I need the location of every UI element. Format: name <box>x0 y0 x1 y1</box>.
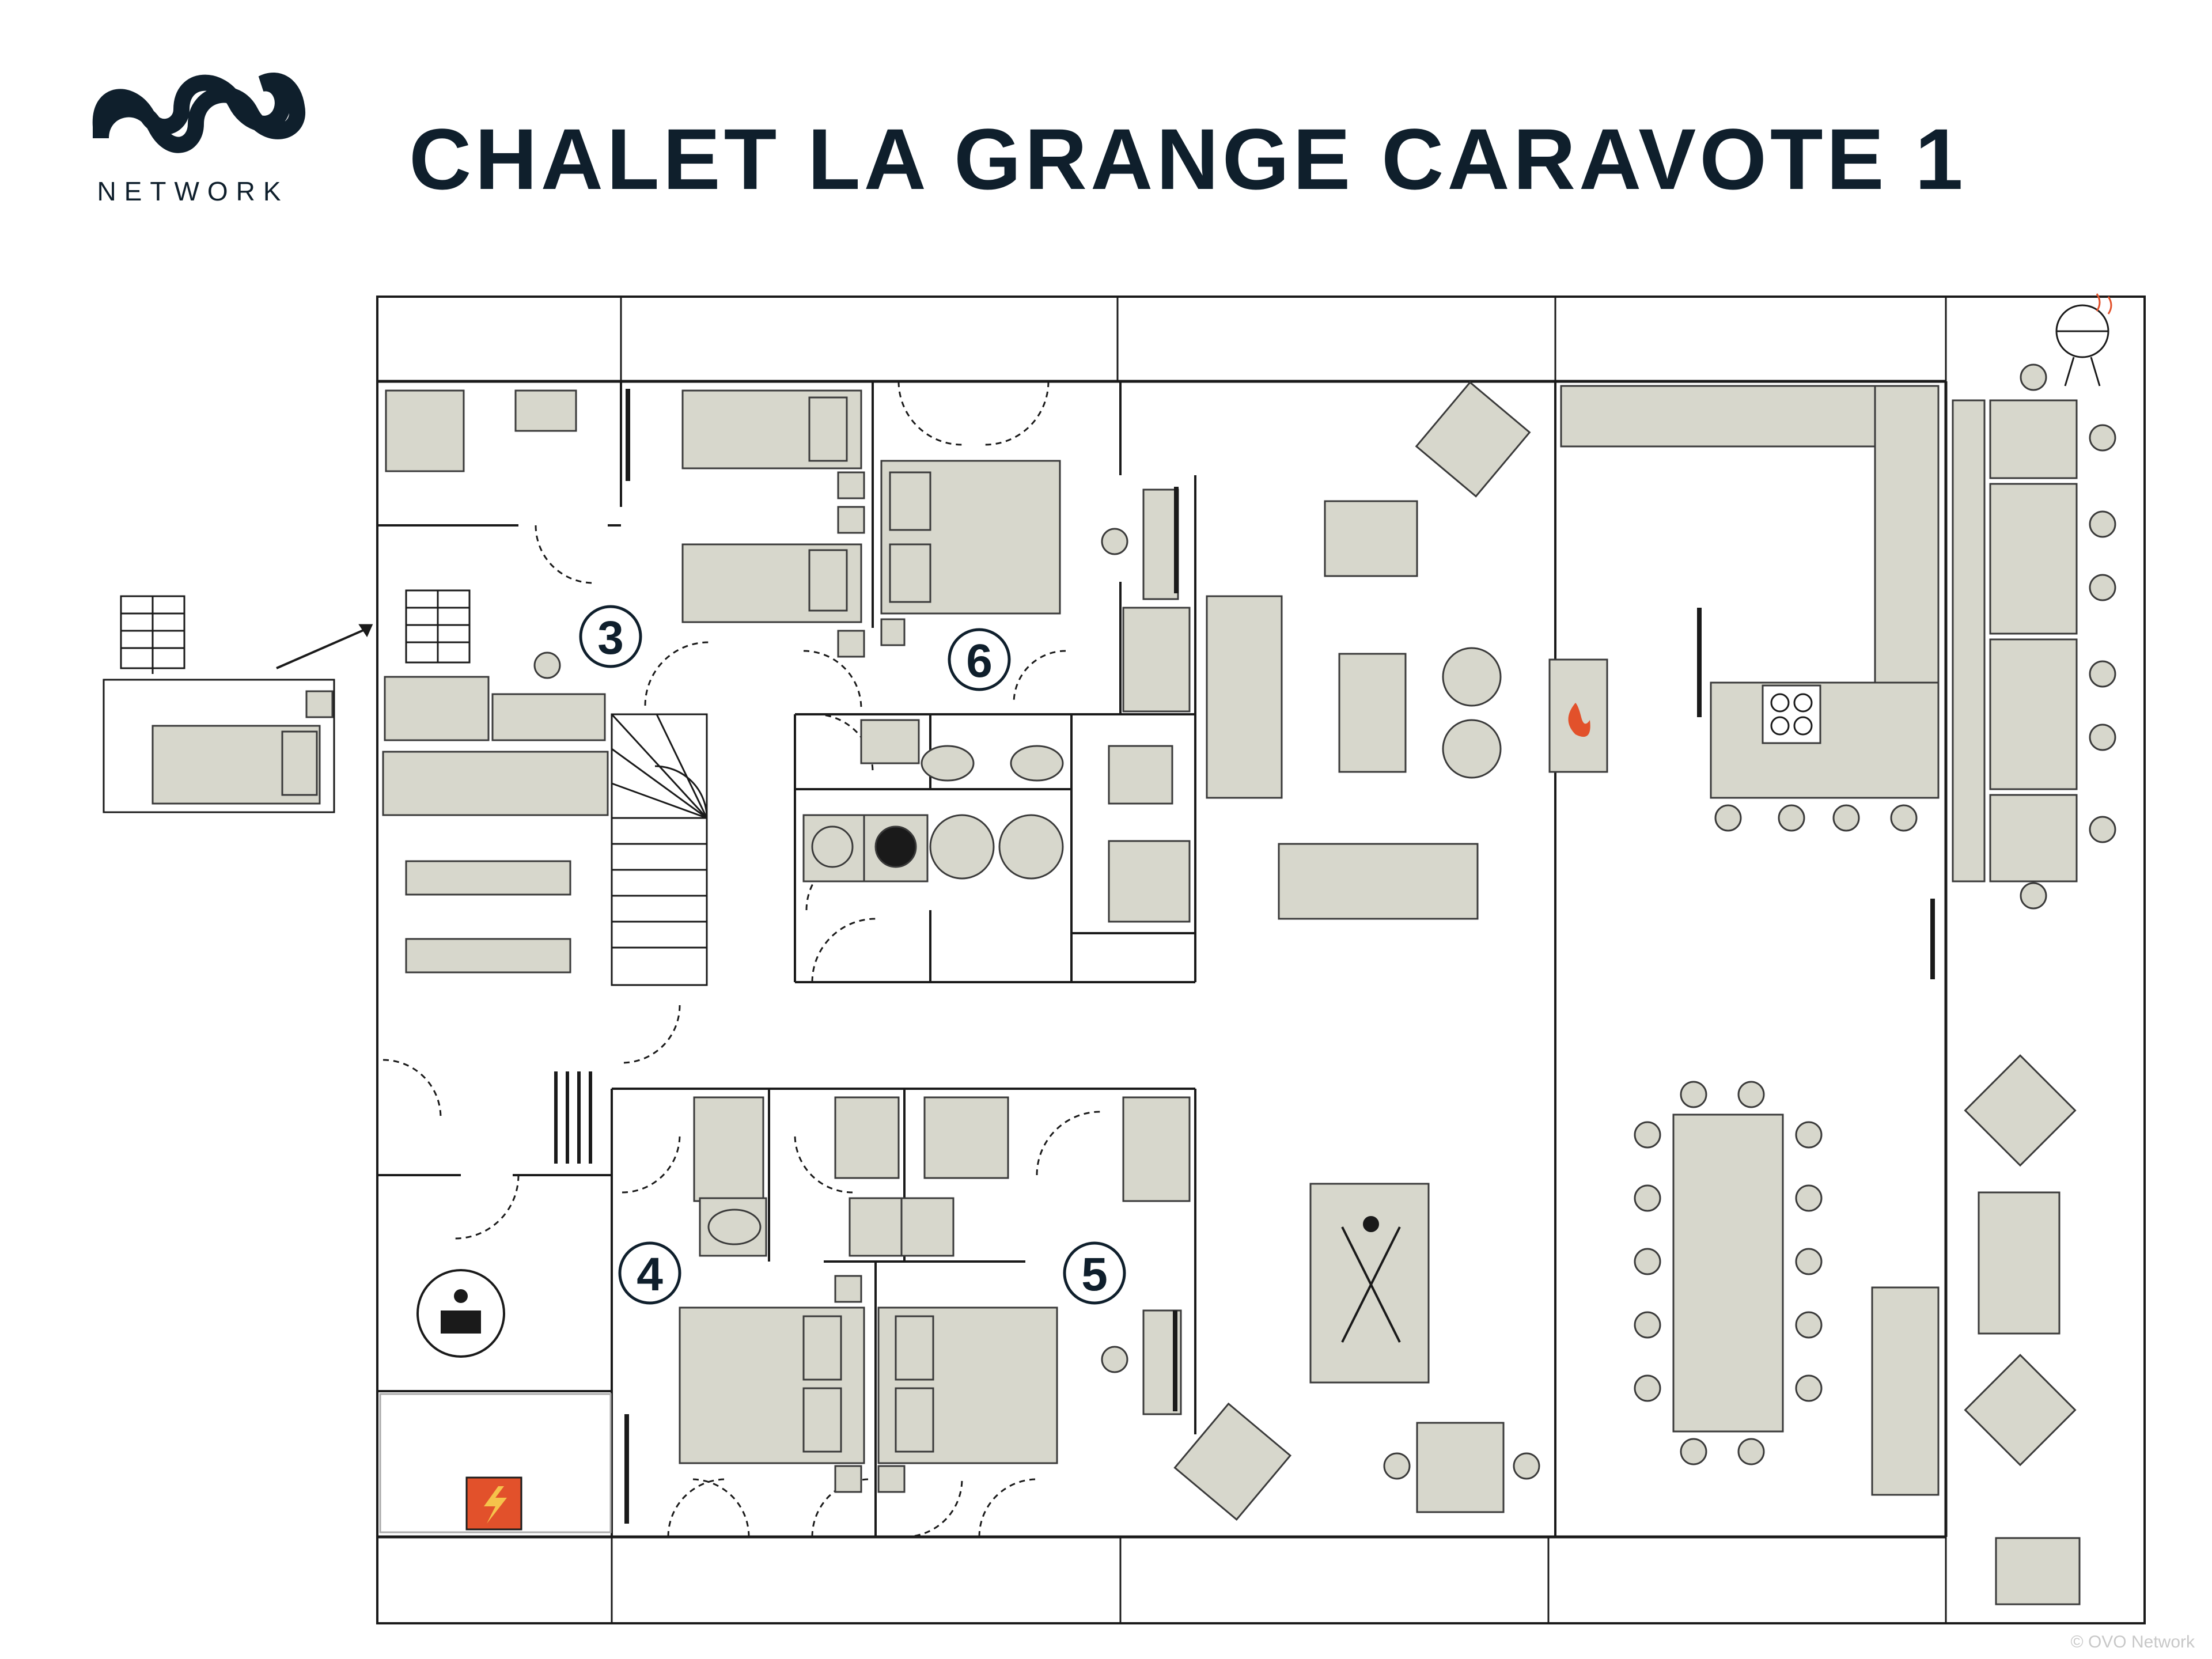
washbasin-top-left <box>514 389 577 432</box>
shower-tray <box>385 389 465 472</box>
exercise-bike-icon <box>416 1269 505 1358</box>
bbq-grill-icon <box>2055 293 2112 387</box>
copyright-notice: © OVO Network <box>2070 1633 2195 1652</box>
fan-icon <box>1442 647 1502 779</box>
furniture <box>103 381 2081 1605</box>
dining-chairs <box>533 363 2116 1480</box>
armchair-living <box>1324 500 1418 577</box>
sauna-heater-icon <box>465 1476 522 1531</box>
cooktop-icon <box>1770 693 1813 736</box>
water-heater-icon <box>929 814 1064 880</box>
kitchen-island <box>1710 681 1940 799</box>
interior-walls <box>377 381 1947 1537</box>
fireplace-icon <box>1568 703 1590 737</box>
small-table <box>1416 1422 1505 1513</box>
dining-table <box>1672 1113 1784 1433</box>
billiard-table-icon <box>1341 1216 1401 1343</box>
page-title: CHALET LA GRANGE CARAVOTE 1 <box>409 111 1967 207</box>
washer-icon <box>811 825 917 868</box>
tv-screens <box>624 389 1935 1524</box>
sofa-left <box>1206 595 1283 799</box>
coffee-table <box>1338 653 1407 773</box>
brand-name: NETWORK <box>97 176 289 206</box>
sofa-bottom <box>1278 843 1479 920</box>
armchair-living-top <box>1415 381 1531 498</box>
ski-rack-icon <box>554 1071 592 1164</box>
ovo-logo <box>92 73 305 153</box>
toilet-icon <box>707 745 1064 1245</box>
staircase-icon <box>120 589 708 986</box>
